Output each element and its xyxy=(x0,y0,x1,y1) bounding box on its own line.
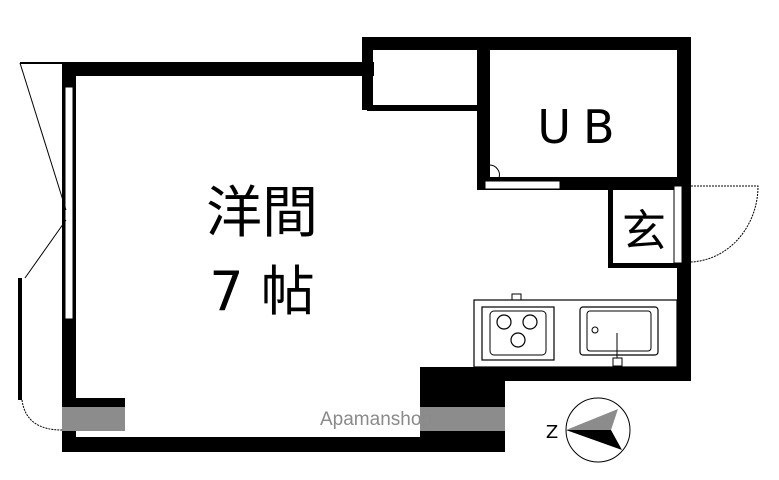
balcony xyxy=(18,62,67,431)
main-bottom-wall xyxy=(62,437,505,452)
kitchen-counter xyxy=(473,299,678,368)
gray-strip-left xyxy=(62,407,125,431)
entrance-door[interactable] xyxy=(673,185,683,264)
room-size: 7 帖 xyxy=(209,260,315,323)
compass: Z xyxy=(546,397,631,463)
stove xyxy=(481,306,555,361)
gray-strip-right xyxy=(420,407,505,431)
north-label: Z xyxy=(546,422,558,443)
walls xyxy=(62,37,691,452)
entrance-door-swing xyxy=(690,185,759,263)
bath-label: UB xyxy=(537,100,626,154)
right-wall xyxy=(677,37,691,381)
bath-door-opening xyxy=(484,180,561,190)
left-window xyxy=(64,86,74,320)
watermark: Apamanshop xyxy=(320,409,432,430)
burner-icon xyxy=(510,332,526,348)
upper-top-wall xyxy=(362,37,691,50)
entrance-bottom-wall xyxy=(608,263,683,268)
room-name: 洋間 xyxy=(206,181,318,246)
bath-door-swing xyxy=(488,164,500,179)
sink xyxy=(579,306,659,356)
drain-icon xyxy=(591,326,599,334)
burner-icon xyxy=(522,314,538,330)
entrance-label: 玄 xyxy=(622,206,666,257)
compass-arrow-upper xyxy=(566,409,618,430)
main-top-wall xyxy=(62,62,374,76)
entrance-left-wall xyxy=(608,190,613,268)
closet-bath-partition xyxy=(477,37,490,190)
burner-icon xyxy=(496,314,512,330)
compass-arrow-lower xyxy=(566,430,622,450)
closet-left-wall xyxy=(362,37,373,110)
faucet-icon xyxy=(612,357,623,367)
kitchen xyxy=(473,293,678,368)
closet-bottom-wall xyxy=(367,105,478,111)
